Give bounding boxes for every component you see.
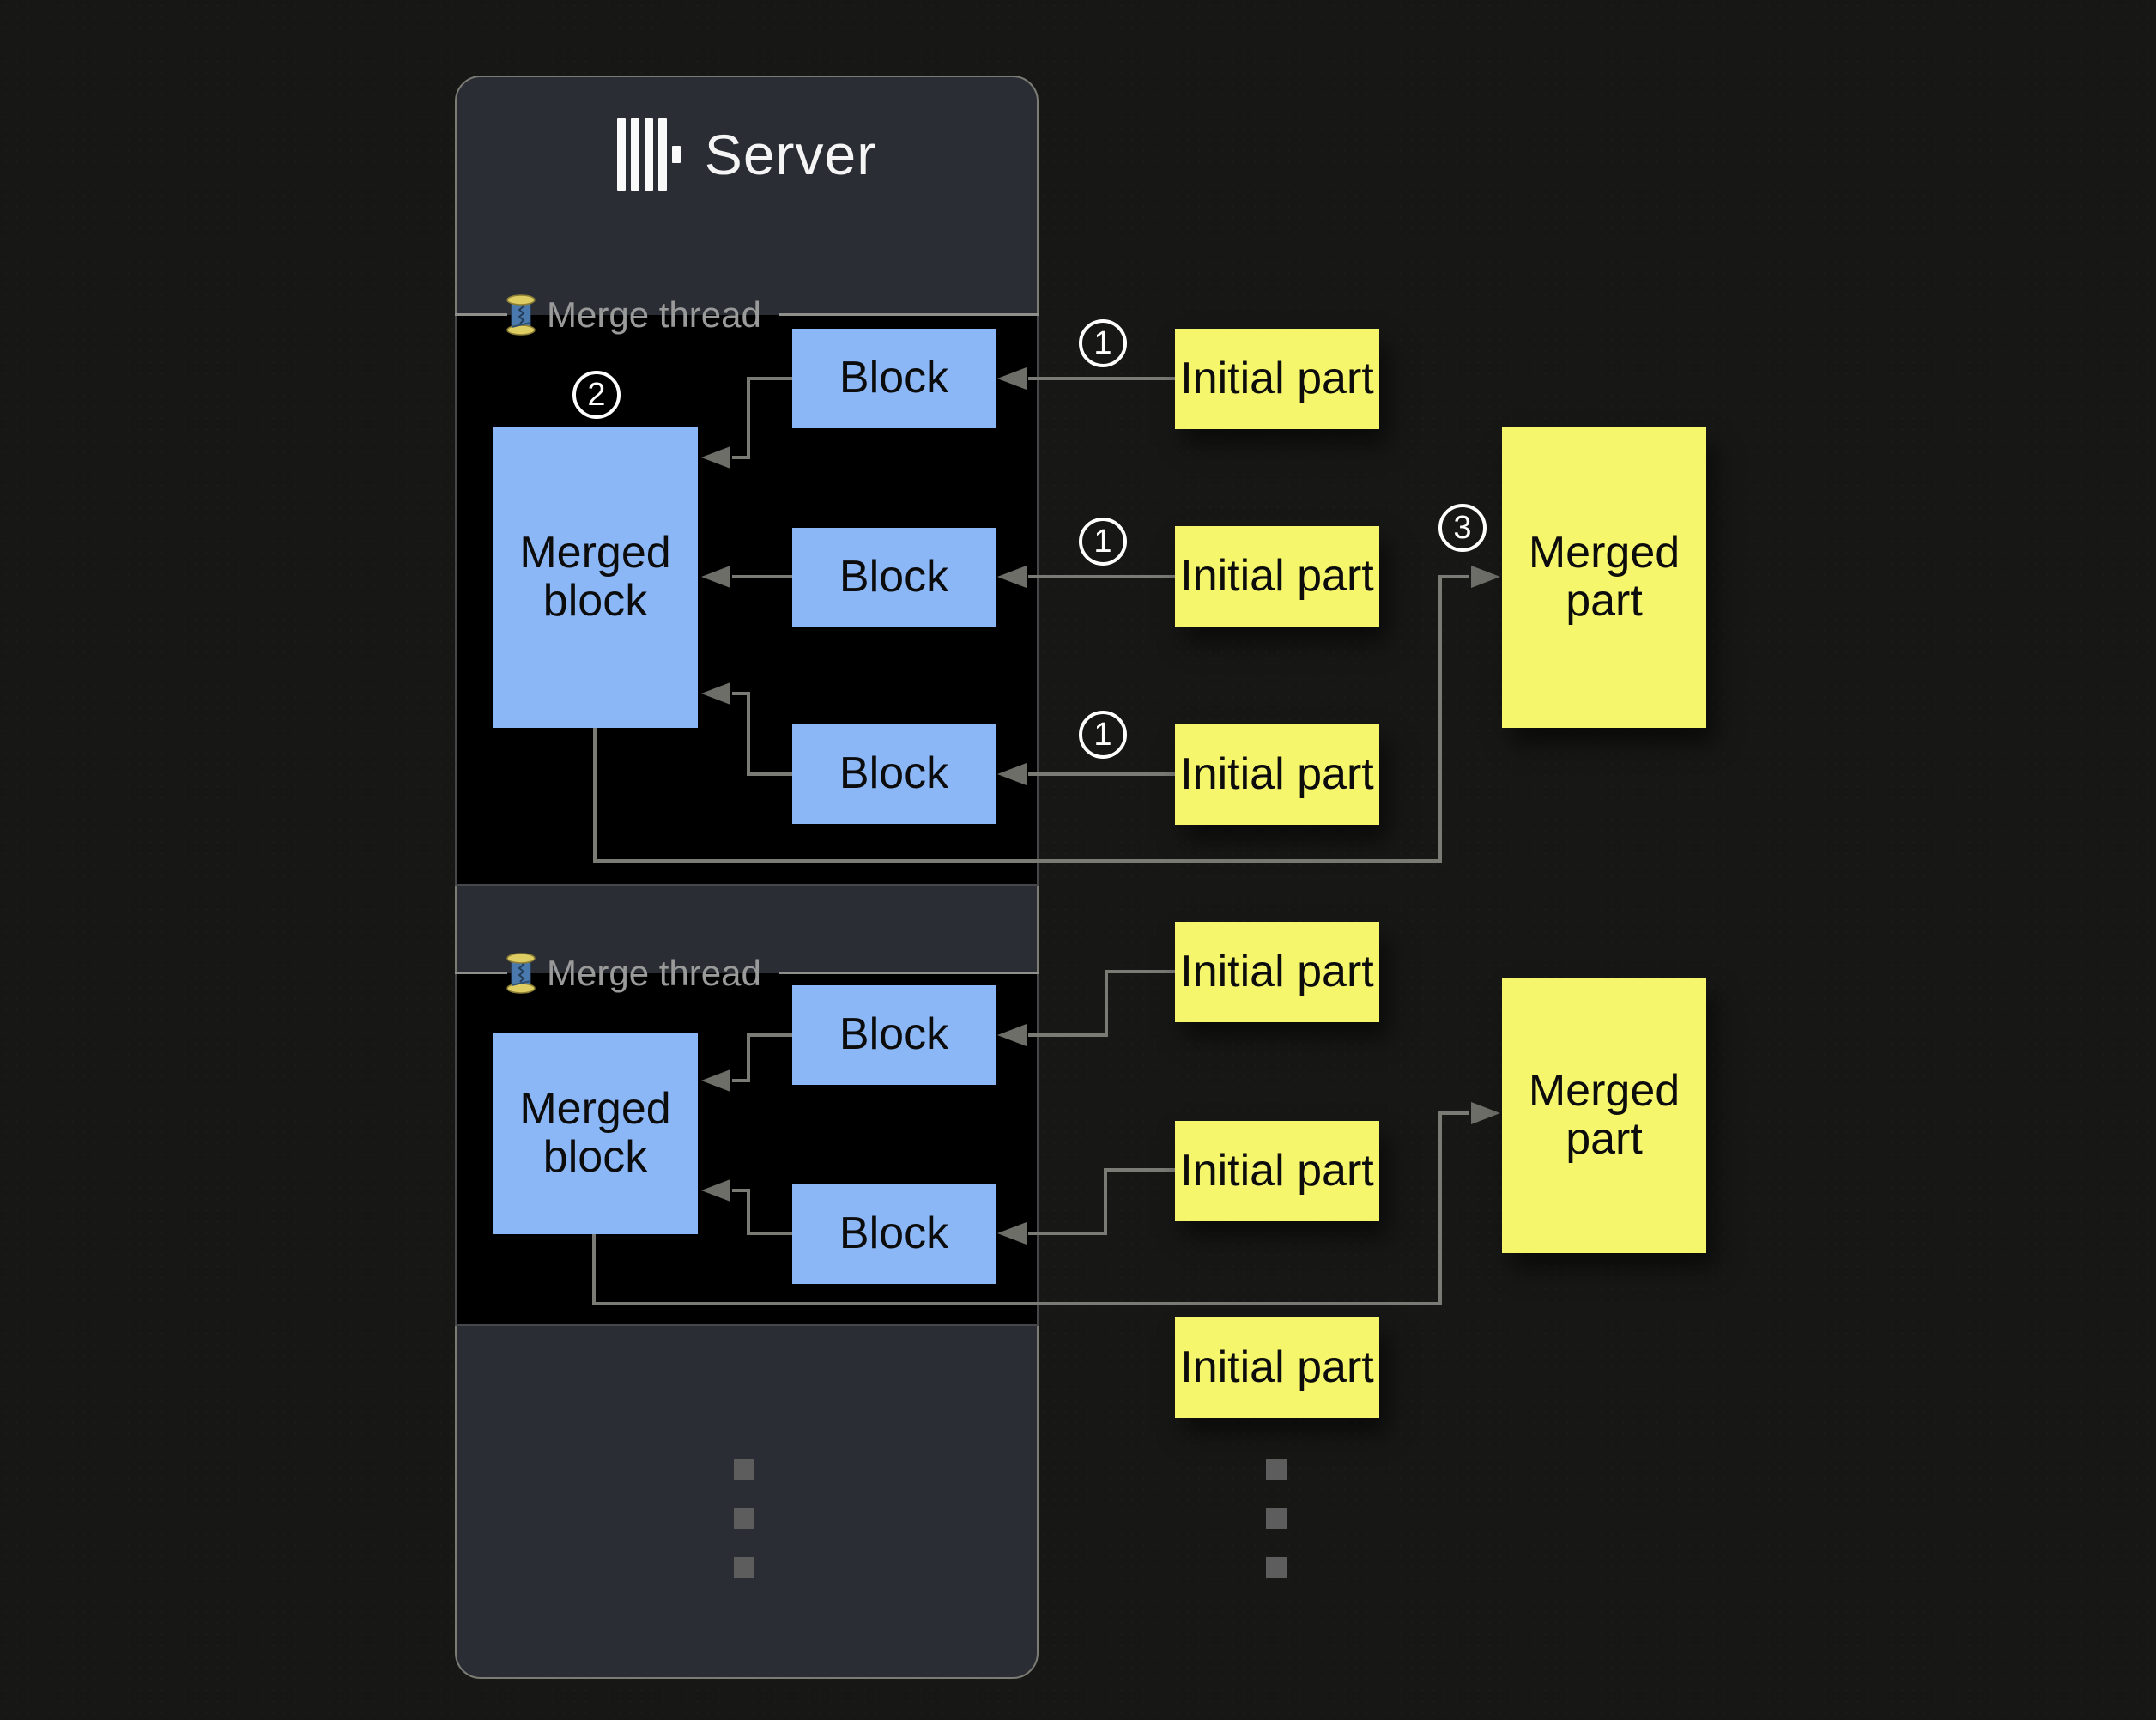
section2-border-right-segment (779, 972, 1039, 974)
parts-ellipsis-dot (1266, 1508, 1287, 1529)
server-title-row: Server (455, 110, 1039, 199)
merge-thread-label-text: Merge thread (547, 294, 761, 335)
step-badge-1c: 1 (1079, 711, 1127, 759)
block-2-2: Block (792, 1184, 996, 1284)
thread-spool-icon (506, 294, 536, 336)
merged-part-1: Merged part (1502, 427, 1706, 728)
section2-border-left-segment (455, 972, 507, 974)
initial-part-2: Initial part (1175, 526, 1379, 627)
section1-border-right-segment (779, 313, 1039, 316)
merge-thread-label-1: Merge thread (506, 293, 761, 337)
merged-block-2: Merged block (493, 1033, 698, 1234)
block-2-1: Block (792, 985, 996, 1085)
section1-border-left-segment (455, 313, 507, 316)
block-1-1: Block (792, 329, 996, 428)
initial-part-5: Initial part (1175, 1121, 1379, 1221)
server-ellipsis-dot (734, 1508, 754, 1529)
server-ellipsis-dot (734, 1459, 754, 1480)
block-1-3: Block (792, 724, 996, 824)
server-ellipsis-dot (734, 1557, 754, 1578)
merge-thread-label-2: Merge thread (506, 951, 761, 996)
clickhouse-logo-icon (616, 118, 681, 191)
thread-spool-icon (506, 953, 536, 994)
merged-block-1: Merged block (493, 427, 698, 728)
merge-thread-label-text: Merge thread (547, 953, 761, 993)
block-1-2: Block (792, 528, 996, 627)
initial-part-4: Initial part (1175, 922, 1379, 1022)
initial-part-1: Initial part (1175, 329, 1379, 429)
parts-ellipsis-dot (1266, 1459, 1287, 1480)
step-badge-1b: 1 (1079, 518, 1127, 566)
initial-part-6: Initial part (1175, 1317, 1379, 1418)
initial-part-3: Initial part (1175, 724, 1379, 825)
parts-ellipsis-dot (1266, 1557, 1287, 1578)
step-badge-3: 3 (1438, 504, 1487, 552)
server-title: Server (704, 123, 877, 186)
step-badge-2: 2 (572, 371, 621, 419)
step-badge-1a: 1 (1079, 319, 1127, 367)
merged-part-2: Merged part (1502, 978, 1706, 1253)
